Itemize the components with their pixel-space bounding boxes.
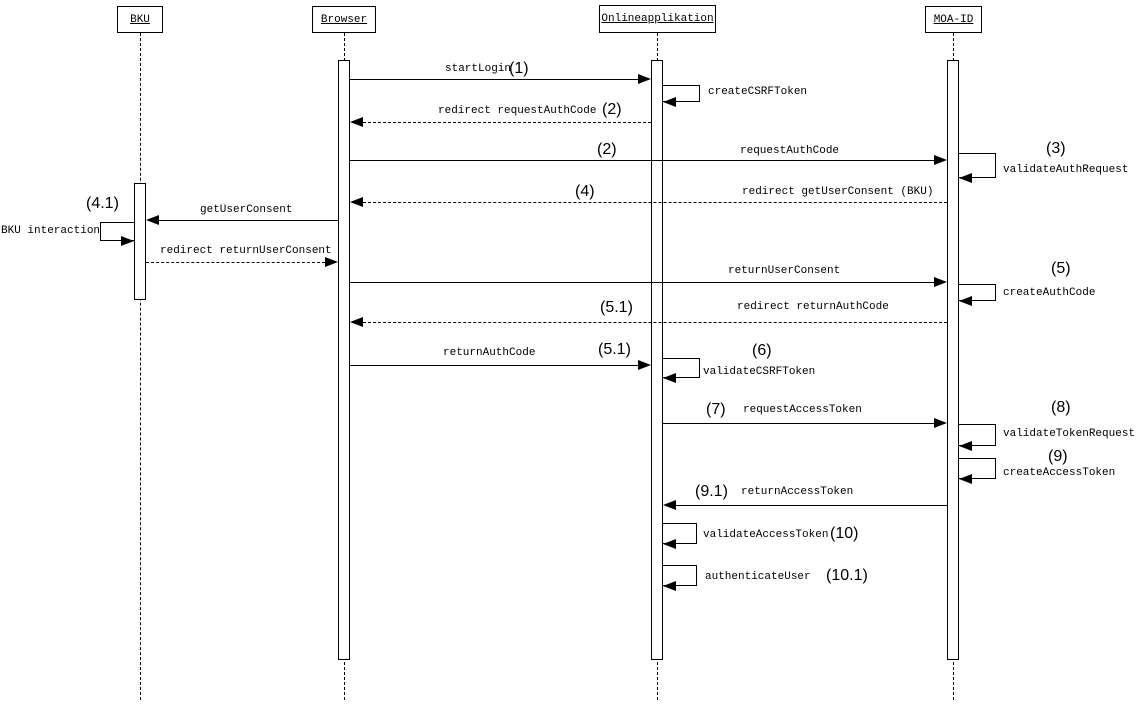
step-number: (5.1) xyxy=(598,341,631,358)
message-line xyxy=(363,122,651,123)
step-number: (7) xyxy=(706,401,726,418)
message-label: createAuthCode xyxy=(1003,287,1096,299)
message-line xyxy=(350,160,934,161)
self-message-hook xyxy=(959,284,996,301)
message-label: requestAuthCode xyxy=(740,145,840,157)
self-message-hook xyxy=(663,565,697,586)
arrowhead-right xyxy=(638,360,651,370)
self-message-hook xyxy=(959,153,996,178)
message-line xyxy=(350,282,934,283)
activation-bar-browser xyxy=(338,60,350,660)
arrowhead-left xyxy=(663,539,676,549)
participant-label-bku: BKU xyxy=(130,13,150,26)
step-number: (9.1) xyxy=(695,483,728,500)
message-line xyxy=(663,423,934,424)
arrowhead-left xyxy=(959,173,972,183)
step-number: (10) xyxy=(830,525,859,542)
message-label: createAccessToken xyxy=(1003,467,1116,479)
message-line xyxy=(363,202,947,203)
message-label: validateAccessToken xyxy=(703,529,829,541)
message-label: redirect returnAuthCode xyxy=(737,301,889,313)
message-line xyxy=(159,220,338,221)
participant-browser: Browser xyxy=(312,6,376,33)
self-message-hook xyxy=(959,458,996,479)
arrowhead-right xyxy=(325,257,338,267)
step-number: (5) xyxy=(1051,260,1071,277)
arrowhead-left xyxy=(350,117,363,127)
message-label: validateCSRFToken xyxy=(703,366,816,378)
participant-onlineapplikation: Onlineapplikation xyxy=(599,5,716,33)
arrowhead-left xyxy=(350,197,363,207)
arrowhead-left xyxy=(350,317,363,327)
message-label: validateAuthRequest xyxy=(1003,164,1129,176)
arrowhead-left xyxy=(663,581,676,591)
arrowhead-left xyxy=(959,441,972,451)
step-number: (8) xyxy=(1051,399,1071,416)
step-number: (4) xyxy=(575,183,595,200)
self-message-hook xyxy=(663,523,697,544)
arrowhead-right xyxy=(934,418,947,428)
participant-moa-id: MOA-ID xyxy=(925,6,982,33)
activation-bar-onlineapplikation xyxy=(651,60,663,660)
lifeline-bku xyxy=(140,33,141,700)
message-label: returnUserConsent xyxy=(728,265,841,277)
message-label: BKU interaction xyxy=(1,225,101,237)
message-label: redirect returnUserConsent xyxy=(160,245,332,257)
participant-label-browser: Browser xyxy=(320,13,368,26)
message-label: validateTokenRequest xyxy=(1003,428,1136,440)
arrowhead-left xyxy=(146,215,159,225)
participant-label-onlineapplikation: Onlineapplikation xyxy=(601,13,714,25)
message-line xyxy=(676,505,947,506)
activation-bar-bku xyxy=(134,183,146,300)
step-number: (3) xyxy=(1046,140,1066,157)
step-number: (1) xyxy=(509,60,529,77)
arrowhead-left xyxy=(663,373,676,383)
message-line xyxy=(363,322,947,323)
message-line xyxy=(146,262,325,263)
self-message-hook xyxy=(663,85,700,102)
message-label: startLogin xyxy=(445,63,512,75)
message-label: returnAuthCode xyxy=(443,347,536,359)
message-line xyxy=(350,365,638,366)
arrowhead-right xyxy=(638,74,651,84)
message-label: redirect getUserConsent (BKU) xyxy=(742,186,934,198)
step-number: (2) xyxy=(602,101,622,118)
message-label: createCSRFToken xyxy=(708,86,808,98)
arrowhead-left xyxy=(663,97,676,107)
arrowhead-left xyxy=(959,296,972,306)
activation-bar-moa-id xyxy=(947,60,959,660)
message-label: authenticateUser xyxy=(705,571,811,583)
message-line xyxy=(350,79,638,80)
arrowhead-right xyxy=(934,155,947,165)
arrowhead-left xyxy=(663,500,676,510)
step-number: (4.1) xyxy=(86,195,119,212)
message-label: getUserConsent xyxy=(200,204,293,216)
self-message-hook xyxy=(959,424,996,446)
step-number: (10.1) xyxy=(826,567,868,584)
participant-label-moa-id: MOA-ID xyxy=(933,13,974,26)
step-number: (2) xyxy=(597,141,617,158)
message-label: redirect requestAuthCode xyxy=(438,105,597,117)
message-label: requestAccessToken xyxy=(743,404,862,416)
self-message-hook xyxy=(100,222,134,241)
self-message-hook xyxy=(663,358,700,378)
arrowhead-right xyxy=(934,277,947,287)
arrowhead-right xyxy=(121,236,134,246)
participant-bku: BKU xyxy=(117,6,163,33)
arrowhead-left xyxy=(959,474,972,484)
step-number: (6) xyxy=(752,342,772,359)
step-number: (9) xyxy=(1048,448,1068,465)
message-label: returnAccessToken xyxy=(741,486,854,498)
step-number: (5.1) xyxy=(600,299,633,316)
